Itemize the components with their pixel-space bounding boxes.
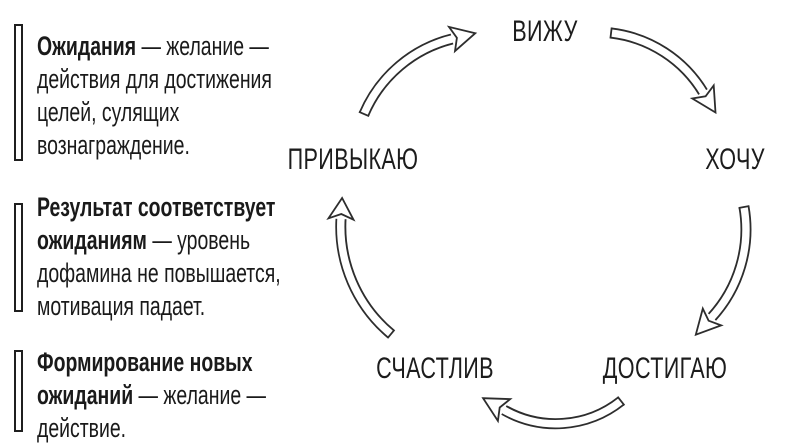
note-block-new-expectations: Формирование новых ожиданий — желание — …: [37, 346, 296, 445]
note-line: мотивация падает.: [37, 291, 206, 321]
note-line: Ожидания — желание —: [37, 31, 269, 61]
note-line: действие.: [37, 413, 127, 443]
note-line: Формирование новых: [37, 347, 253, 377]
note-bracket-3: [14, 350, 23, 432]
note-block-expectations: Ожидания — желание — действия для достиж…: [37, 30, 296, 162]
cycle-step-vizhu: ВИЖУ: [512, 15, 578, 48]
arrow-privykayu-to-vizhu: [358, 25, 478, 118]
note-line: вознаграждение.: [37, 130, 190, 160]
arrow-hochu-to-dostigayu: [694, 205, 752, 337]
note-block-result: Результат соответствует ожиданиям — уров…: [37, 191, 296, 323]
note-line: действия для достижения: [37, 64, 272, 94]
note-line: дофамина не повышается,: [37, 258, 281, 288]
note-line: Результат соответствует: [37, 192, 276, 222]
cycle-step-hochu: ХОЧУ: [705, 143, 765, 176]
note-bracket-2: [14, 203, 23, 312]
cycle-step-schastliv: СЧАСТЛИВ: [376, 352, 494, 385]
note-line: ожиданий — желание —: [37, 380, 266, 410]
note-line: целей, сулящих: [37, 97, 180, 127]
arrow-vizhu-to-hochu: [609, 27, 717, 115]
note-bracket-1: [14, 24, 23, 161]
arrow-schastliv-to-privykayu: [326, 196, 396, 339]
cycle-step-dostigayu: ДОСТИГАЮ: [602, 352, 728, 385]
cycle-step-privykayu: ПРИВЫКАЮ: [287, 143, 419, 176]
note-line: ожиданиям — уровень: [37, 225, 251, 255]
arrow-dostigayu-to-schastliv: [481, 396, 626, 430]
